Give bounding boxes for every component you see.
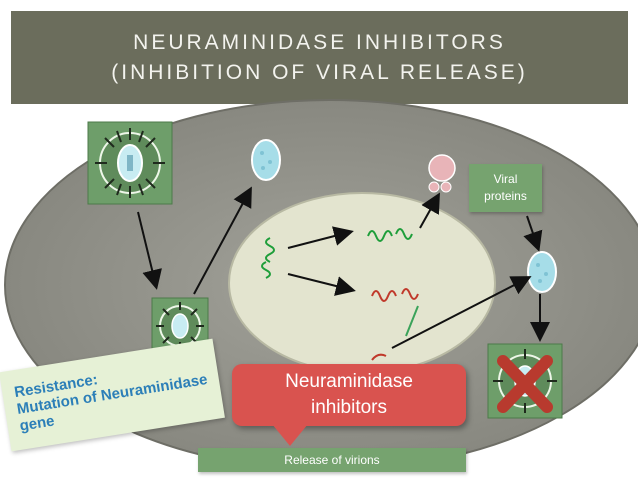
callout-line-2: inhibitors: [310, 397, 388, 418]
protein-synthesis-blob: [428, 154, 456, 193]
viral-proteins-line-1: Viral: [493, 172, 518, 186]
nucleus: [228, 192, 496, 374]
viral-proteins-label: Viral proteins: [469, 164, 542, 212]
assembled-virion-right: [527, 251, 557, 293]
cross-mark-icon: [497, 355, 553, 413]
title-line-1: NEURAMINIDASE INHIBITORS: [133, 30, 506, 54]
released-virion-top: [251, 139, 281, 181]
title-line-2: (INHIBITION OF VIRAL RELEASE): [111, 60, 528, 84]
callout-line-1: Neuraminidase: [285, 371, 413, 392]
release-of-virions-text: Release of virions: [284, 453, 380, 467]
pathway-arrows: [137, 186, 550, 349]
viral-rna-squiggles: [261, 228, 419, 361]
attached-virion-top-left: [87, 121, 173, 205]
viral-proteins-line-2: proteins: [484, 189, 527, 203]
neuraminidase-inhibitors-callout: Neuraminidase inhibitors: [232, 364, 466, 426]
callout-tail: [272, 424, 308, 446]
release-of-virions-label: Release of virions: [198, 448, 466, 472]
title-banner: NEURAMINIDASE INHIBITORS (INHIBITION OF …: [11, 11, 628, 104]
